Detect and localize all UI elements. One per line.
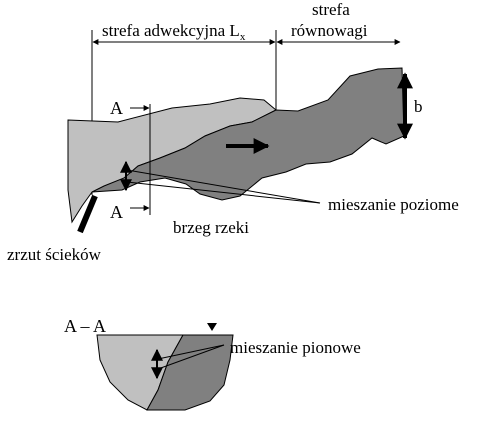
river-bank-label: brzeg rzeki xyxy=(173,218,249,237)
width-label: b xyxy=(414,97,423,116)
horizontal-mixing-label: mieszanie poziome xyxy=(328,195,459,214)
vertical-mixing-label: mieszanie pionowe xyxy=(230,338,361,357)
discharge-pipe xyxy=(77,194,98,234)
advective-zone-label: strefa adwekcyjna Lx xyxy=(102,21,246,43)
section-a-top-label: A xyxy=(110,98,123,118)
cross-section xyxy=(96,323,234,411)
section-a-bottom-label: A xyxy=(110,202,123,222)
cross-section-plume xyxy=(146,334,234,411)
equilibrium-zone-label-2: równowagi xyxy=(291,21,368,40)
discharge-label: zrzut ścieków xyxy=(7,245,102,264)
water-level-marker xyxy=(207,323,217,331)
horizontal-mixing-indicator xyxy=(120,160,321,204)
equilibrium-zone-label-1: strefa xyxy=(312,0,350,19)
section-a-markers xyxy=(130,104,151,215)
cross-section-title: A – A xyxy=(64,316,106,336)
